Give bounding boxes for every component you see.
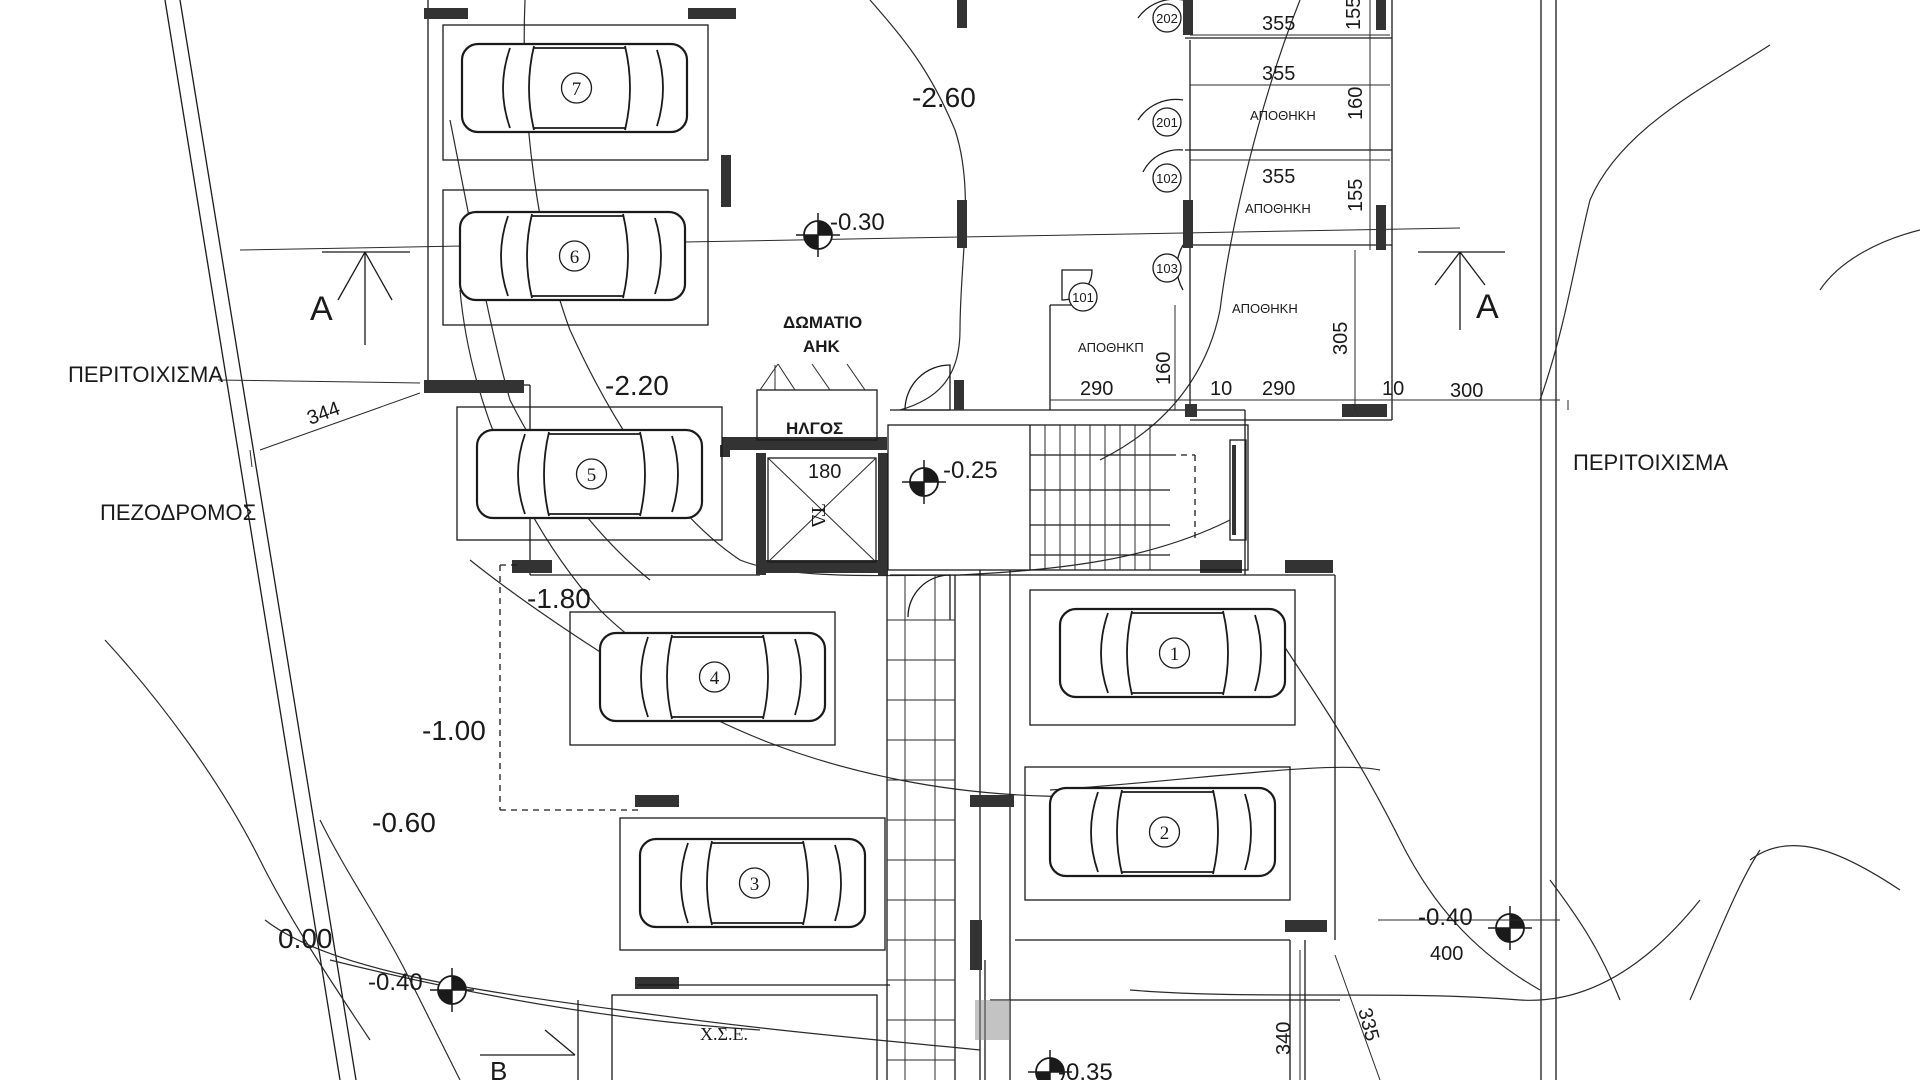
- parking-number-circle: [738, 867, 771, 899]
- storage-number: 202: [1156, 11, 1178, 26]
- parking-number: 7: [572, 79, 582, 100]
- level-030: -0.30: [830, 209, 885, 236]
- sidewalk-label: ΠΕΖΟΔΡΟΜΟΣ: [100, 500, 256, 525]
- parking-number-circle: [560, 72, 593, 104]
- contour-lines: [104, 0, 1920, 1080]
- storage-label-103: ΑΠΟΘΗΚΗ: [1232, 301, 1298, 316]
- level-100: -1.00: [422, 715, 486, 746]
- storage-number-circle: [1152, 163, 1182, 193]
- lift-label: ΗΛΓΟΣ: [786, 419, 843, 438]
- level-040-left: -0.40: [368, 969, 423, 996]
- lift-shaft: [767, 457, 877, 563]
- parking-number-circle: [1148, 816, 1181, 848]
- boundary-label-right: ΠΕΡΙΤΟΙΧΙΣΜΑ: [1573, 450, 1728, 475]
- stair-lobby: [887, 424, 1249, 571]
- dim-160-a: 160: [1345, 87, 1367, 120]
- storage-number: 102: [1156, 171, 1178, 186]
- section-arrow-a-right: [1418, 251, 1505, 330]
- storage-number-circle: [1152, 107, 1182, 137]
- storage-number: 101: [1072, 290, 1094, 305]
- level-260: -2.60: [912, 82, 976, 113]
- dim-10-b: 10: [1382, 378, 1404, 400]
- car: 3: [638, 837, 867, 929]
- level-025: -0.25: [943, 457, 998, 484]
- section-arrow-a-left: [322, 251, 410, 345]
- level-marker-icon: [430, 968, 474, 1012]
- parking-number: 4: [710, 668, 720, 689]
- storage-label-201: ΑΠΟΘΗΚΗ: [1250, 108, 1316, 123]
- level-040-right: -0.40: [1418, 904, 1473, 931]
- level-035: -0.35: [1058, 1059, 1113, 1080]
- storage-number-circle: [1152, 3, 1182, 33]
- level-marker-icon: [1488, 906, 1532, 950]
- parking-number-circle: [558, 240, 591, 272]
- storage-numbers: 101 102 103 201 202: [1068, 3, 1182, 312]
- xse-label: Χ.Σ.Ε.: [700, 1024, 748, 1044]
- dimension-lines: [217, 0, 1569, 1080]
- car: 1: [1058, 607, 1287, 699]
- car: 5: [475, 428, 704, 520]
- lift-mark: ΤΔ: [807, 504, 829, 528]
- car: 2: [1048, 786, 1277, 878]
- dim-355-c: 355: [1262, 166, 1295, 188]
- level-180: -1.80: [527, 583, 591, 614]
- ramp: [886, 575, 1010, 1080]
- doors: [904, 269, 1093, 620]
- parking-number-circle: [575, 458, 608, 490]
- level-060: -0.60: [372, 807, 436, 838]
- dim-355-b: 355: [1262, 63, 1295, 85]
- dim-300: 300: [1450, 380, 1483, 402]
- section-a-right-label: A: [1476, 288, 1499, 326]
- dim-335: 335: [1353, 1006, 1383, 1044]
- parking-number: 6: [570, 247, 580, 268]
- dim-10-a: 10: [1210, 378, 1232, 400]
- level-000: 0.00: [278, 923, 333, 954]
- section-arrow-b: [480, 1000, 579, 1080]
- storage-label-102: ΑΠΟΘΗΚΗ: [1245, 201, 1311, 216]
- meter-room: [756, 363, 878, 441]
- section-b-label: B: [490, 1056, 507, 1080]
- storage-number-circle: [1152, 253, 1182, 283]
- storage-number: 103: [1156, 261, 1178, 276]
- storage-number: 201: [1156, 115, 1178, 130]
- dim-160-b: 160: [1153, 352, 1175, 385]
- parking-boxes: [442, 24, 1296, 1080]
- dim-155-b: 155: [1345, 179, 1367, 212]
- storage-doors: [1137, 0, 1184, 291]
- storage-label-101: ΑΠΟΘΗΚΠ: [1078, 340, 1144, 355]
- dim-355-a: 355: [1262, 13, 1295, 35]
- section-a-left-label: A: [310, 290, 333, 328]
- parking-number: 5: [587, 465, 597, 486]
- parking-number-circle: [1158, 637, 1191, 669]
- right-boundary-lines: [1540, 0, 1557, 1080]
- parking-number: 2: [1160, 823, 1170, 844]
- dim-305: 305: [1330, 322, 1352, 355]
- dim-290-b: 290: [1262, 378, 1295, 400]
- dim-290-a: 290: [1080, 378, 1113, 400]
- parking-number: 3: [750, 874, 760, 895]
- left-boundary-lines: [164, 0, 357, 1080]
- meter-room-label-2: ΑΗΚ: [803, 337, 841, 356]
- dim-400: 400: [1430, 943, 1463, 965]
- car: 4: [598, 631, 827, 723]
- level-marker-icon: [796, 213, 840, 257]
- car: 6: [458, 210, 687, 302]
- meter-room-label-1: ΔΩΜΑΤΙΟ: [783, 313, 862, 332]
- level-220: -2.20: [605, 370, 669, 401]
- dim-344: 344: [304, 398, 343, 430]
- level-marker-icon: [1028, 1050, 1072, 1080]
- storage-number-circle: [1068, 282, 1098, 312]
- level-marker-icon: [902, 460, 946, 504]
- level-markers: [430, 213, 1532, 1080]
- dim-340: 340: [1273, 1022, 1295, 1055]
- parking-number: 1: [1170, 644, 1180, 665]
- cars: 7 6 5 4 3 1 2: [458, 42, 1287, 929]
- dim-155-a: 155: [1343, 0, 1365, 30]
- boundary-label-left: ΠΕΡΙΤΟΙΧΙΣΜΑ: [68, 362, 223, 387]
- dim-180: 180: [808, 461, 841, 483]
- parking-number-circle: [698, 661, 731, 693]
- dashed-area-outline: [499, 564, 640, 811]
- car: 7: [460, 42, 689, 134]
